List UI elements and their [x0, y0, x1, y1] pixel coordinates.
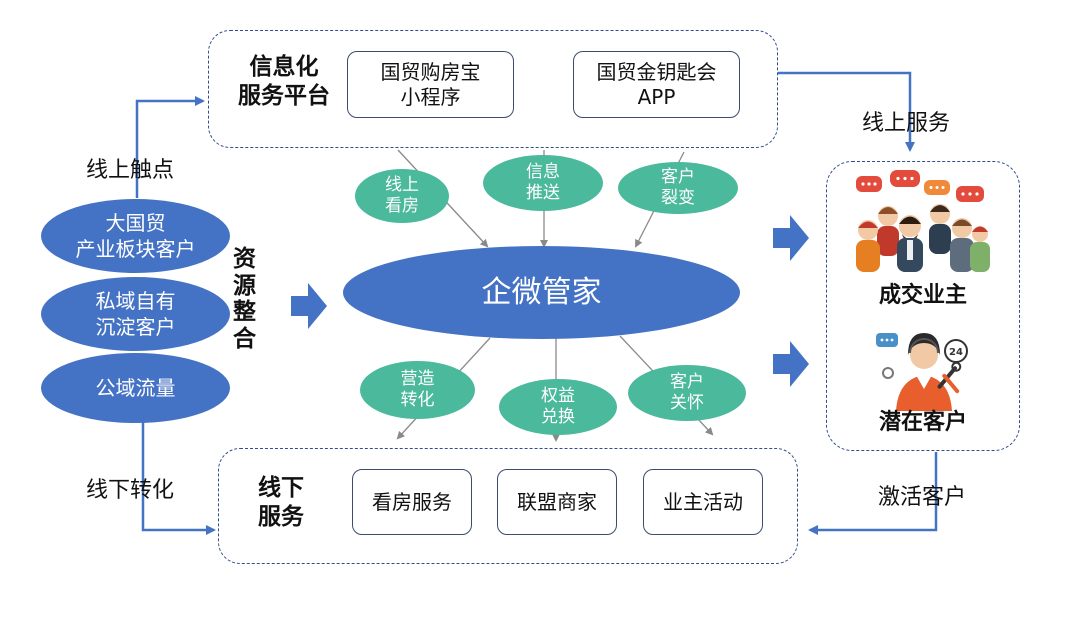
online-touch-arrow — [135, 96, 205, 198]
potential-block-arrow — [773, 341, 809, 387]
online-service-arrow — [778, 71, 915, 152]
owners-group-icon — [856, 170, 990, 272]
svg-text:24: 24 — [949, 347, 963, 358]
feature-benefit-redeem: 权益 兑换 — [499, 379, 617, 435]
potential-label: 潜在客户 — [878, 410, 967, 435]
app-box: 国贸金钥匙会 APP — [573, 51, 740, 118]
feature-create-conversion: 营造 转化 — [360, 361, 475, 419]
feature-customer-care: 客户 关怀 — [628, 365, 746, 421]
owner-activity-box: 业主活动 — [643, 469, 763, 535]
integration-label: 资 源 整 合 — [233, 246, 256, 353]
activate-arrow — [808, 452, 938, 535]
integration-block-arrow — [291, 283, 327, 329]
offline-convert-arrow — [141, 422, 216, 535]
feature-info-push: 信息 推送 — [483, 155, 603, 211]
platform-container — [208, 30, 778, 148]
source-industry-customers: 大国贸 产业板块客户 — [41, 199, 230, 273]
source-private-customers: 私域自有 沉淀客户 — [41, 277, 230, 351]
alliance-merchants-box: 联盟商家 — [497, 469, 617, 535]
online-touch-label: 线上触点 — [86, 158, 175, 183]
feature-online-viewing: 线上 看房 — [355, 169, 449, 223]
offline-container — [218, 448, 798, 564]
viewing-service-box: 看房服务 — [352, 469, 472, 535]
offline-title: 线下 服务 — [258, 475, 304, 530]
potential-customer-icon: 24 — [876, 333, 968, 411]
activate-label: 激活客户 — [878, 485, 967, 510]
platform-title: 信息化 服务平台 — [238, 54, 330, 109]
owner-block-arrow — [773, 215, 809, 261]
source-public-traffic: 公域流量 — [41, 353, 230, 423]
customers-container — [826, 161, 1020, 451]
feature-customer-fission: 客户 裂变 — [618, 162, 738, 214]
online-service-label: 线上服务 — [862, 111, 951, 136]
mini-program-box: 国贸购房宝 小程序 — [347, 51, 514, 118]
offline-convert-label: 线下转化 — [86, 478, 175, 503]
owner-label: 成交业主 — [878, 283, 967, 308]
hub-wecom-manager: 企微管家 — [343, 246, 740, 339]
